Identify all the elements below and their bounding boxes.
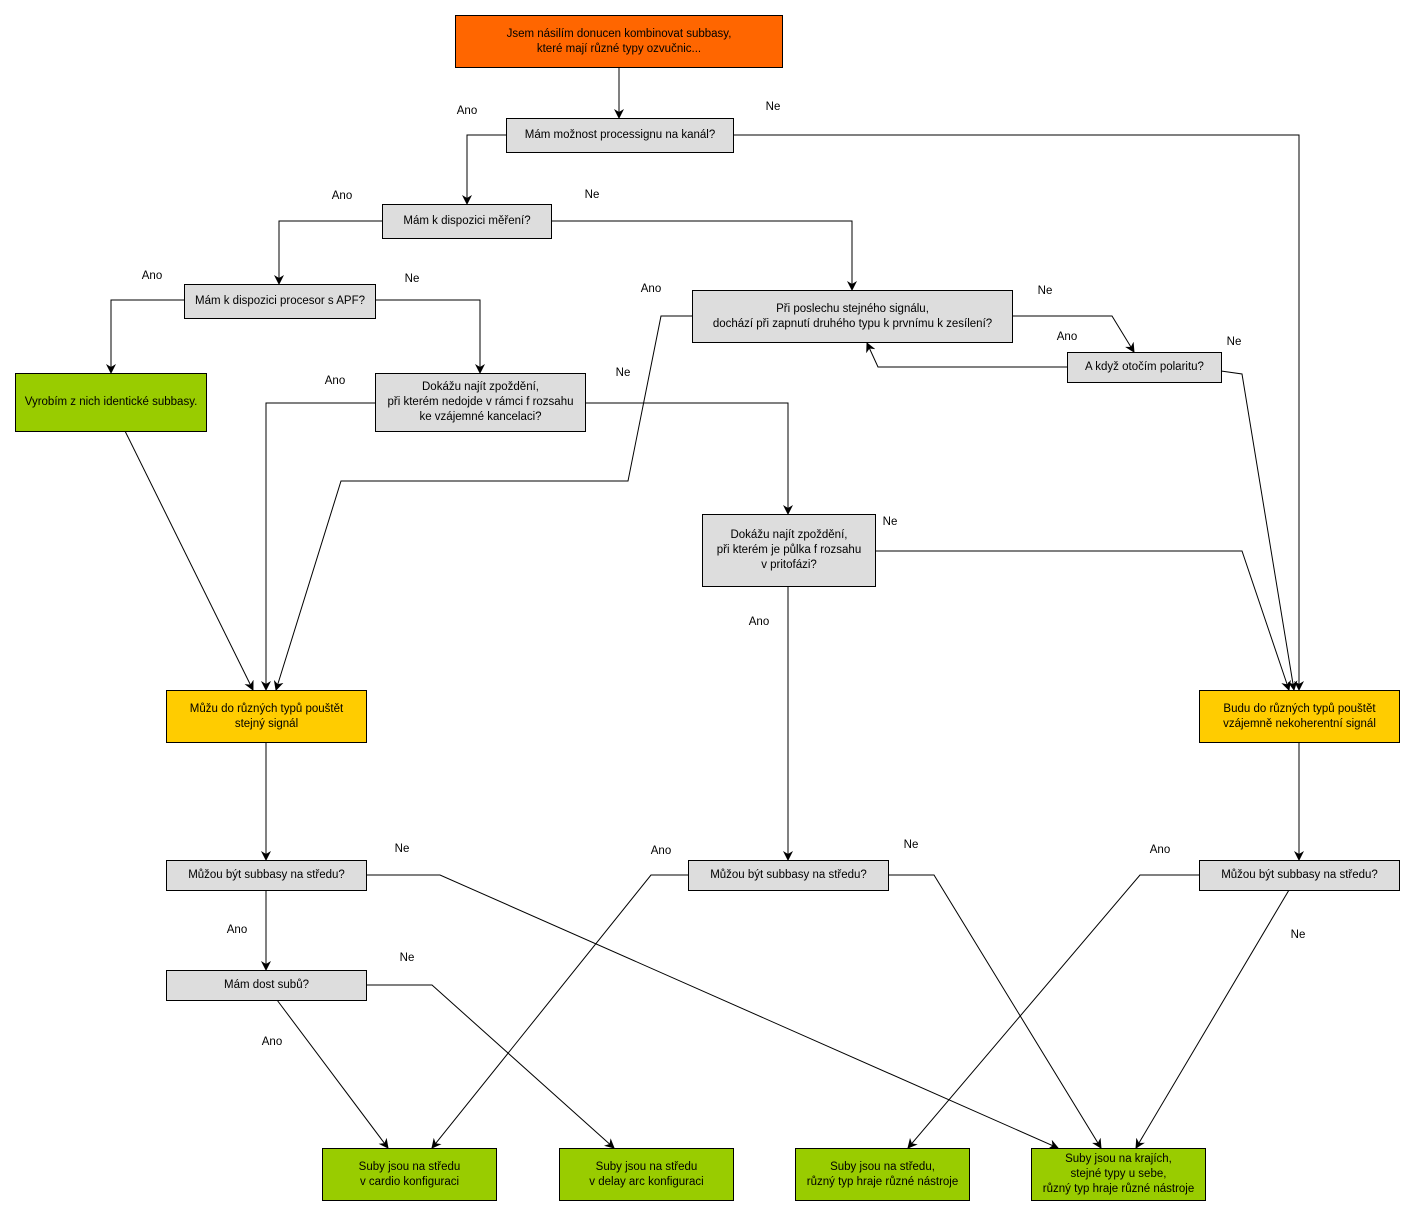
edge-label: Ne	[765, 101, 781, 113]
edge-label: Ne	[615, 367, 631, 379]
intermediate-stejny-signal: Můžu do různých typů pouštět stejný sign…	[166, 690, 367, 743]
decision-dost-subu: Mám dost subů?	[166, 970, 367, 1001]
edge	[124, 430, 254, 691]
edge	[888, 874, 1102, 1149]
edge	[1012, 315, 1135, 353]
edge	[375, 299, 485, 374]
decision-processing: Mám možnost processignu na kanál?	[506, 118, 734, 153]
edge-label: Ano	[1149, 844, 1171, 856]
edge-label: Ne	[903, 839, 919, 851]
edge	[273, 315, 692, 691]
edge	[366, 984, 615, 1149]
decision-stred-3: Můžou být subbasy na středu?	[1199, 860, 1400, 891]
edge	[366, 874, 1059, 1149]
edge-label: Ne	[584, 189, 600, 201]
result-stred-ruzny: Suby jsou na středu, různý typ hraje růz…	[795, 1148, 970, 1201]
edge	[1135, 889, 1290, 1149]
edge-label: Ne	[404, 273, 420, 285]
edge-label: Ano	[324, 375, 346, 387]
edge	[733, 134, 1304, 691]
edge-label: Ano	[1056, 331, 1078, 343]
edge-label: Ano	[261, 1036, 283, 1048]
edge	[431, 874, 688, 1149]
decision-stred-1: Můžou být subbasy na středu?	[166, 860, 367, 891]
edge	[585, 402, 793, 515]
edge-label: Ano	[141, 270, 163, 282]
result-kraje: Suby jsou na krajích, stejné typy u sebe…	[1031, 1148, 1206, 1201]
edge-label: Ano	[640, 283, 662, 295]
edge-label: Ne	[882, 516, 898, 528]
intermediate-nekoherentni-signal: Budu do různých typů pouštět vzájemně ne…	[1199, 690, 1400, 743]
result-delay-arc: Suby jsou na středu v delay arc konfigur…	[559, 1148, 734, 1201]
edge	[551, 220, 857, 291]
decision-pulka: Dokážu najít zpoždění, při kterém je půl…	[702, 514, 876, 587]
decision-mereni: Mám k dispozici měření?	[382, 204, 552, 239]
edge	[866, 342, 1067, 368]
result-identicke: Vyrobím z nich identické subbasy.	[15, 373, 207, 432]
edge-label: Ano	[456, 105, 478, 117]
decision-polarita: A když otočím polaritu?	[1067, 352, 1222, 383]
edge-label: Ne	[399, 952, 415, 964]
edge	[907, 874, 1199, 1149]
decision-apf: Mám k dispozici procesor s APF?	[184, 284, 376, 319]
edge-label: Ano	[748, 616, 770, 628]
edge-label: Ano	[331, 190, 353, 202]
edge	[276, 999, 389, 1149]
decision-kancelace: Dokážu najít zpoždění, při kterém nedojd…	[375, 373, 586, 432]
edge	[106, 299, 184, 374]
edge	[875, 550, 1291, 691]
edge	[261, 402, 375, 691]
edge-label: Ano	[650, 845, 672, 857]
edge-label: Ne	[1226, 336, 1242, 348]
edge-label: Ne	[394, 843, 410, 855]
start-node: Jsem násilím donucen kombinovat subbasy,…	[455, 15, 783, 68]
edge-label: Ne	[1037, 285, 1053, 297]
edge	[1220, 370, 1298, 691]
edge-label: Ano	[226, 924, 248, 936]
decision-zesileni: Při poslechu stejného signálu, dochází p…	[692, 290, 1013, 343]
edge	[274, 220, 382, 285]
edge	[462, 134, 506, 205]
edge-label: Ne	[1290, 929, 1306, 941]
result-cardio: Suby jsou na středu v cardio konfiguraci	[322, 1148, 497, 1201]
decision-stred-2: Můžou být subbasy na středu?	[688, 860, 889, 891]
